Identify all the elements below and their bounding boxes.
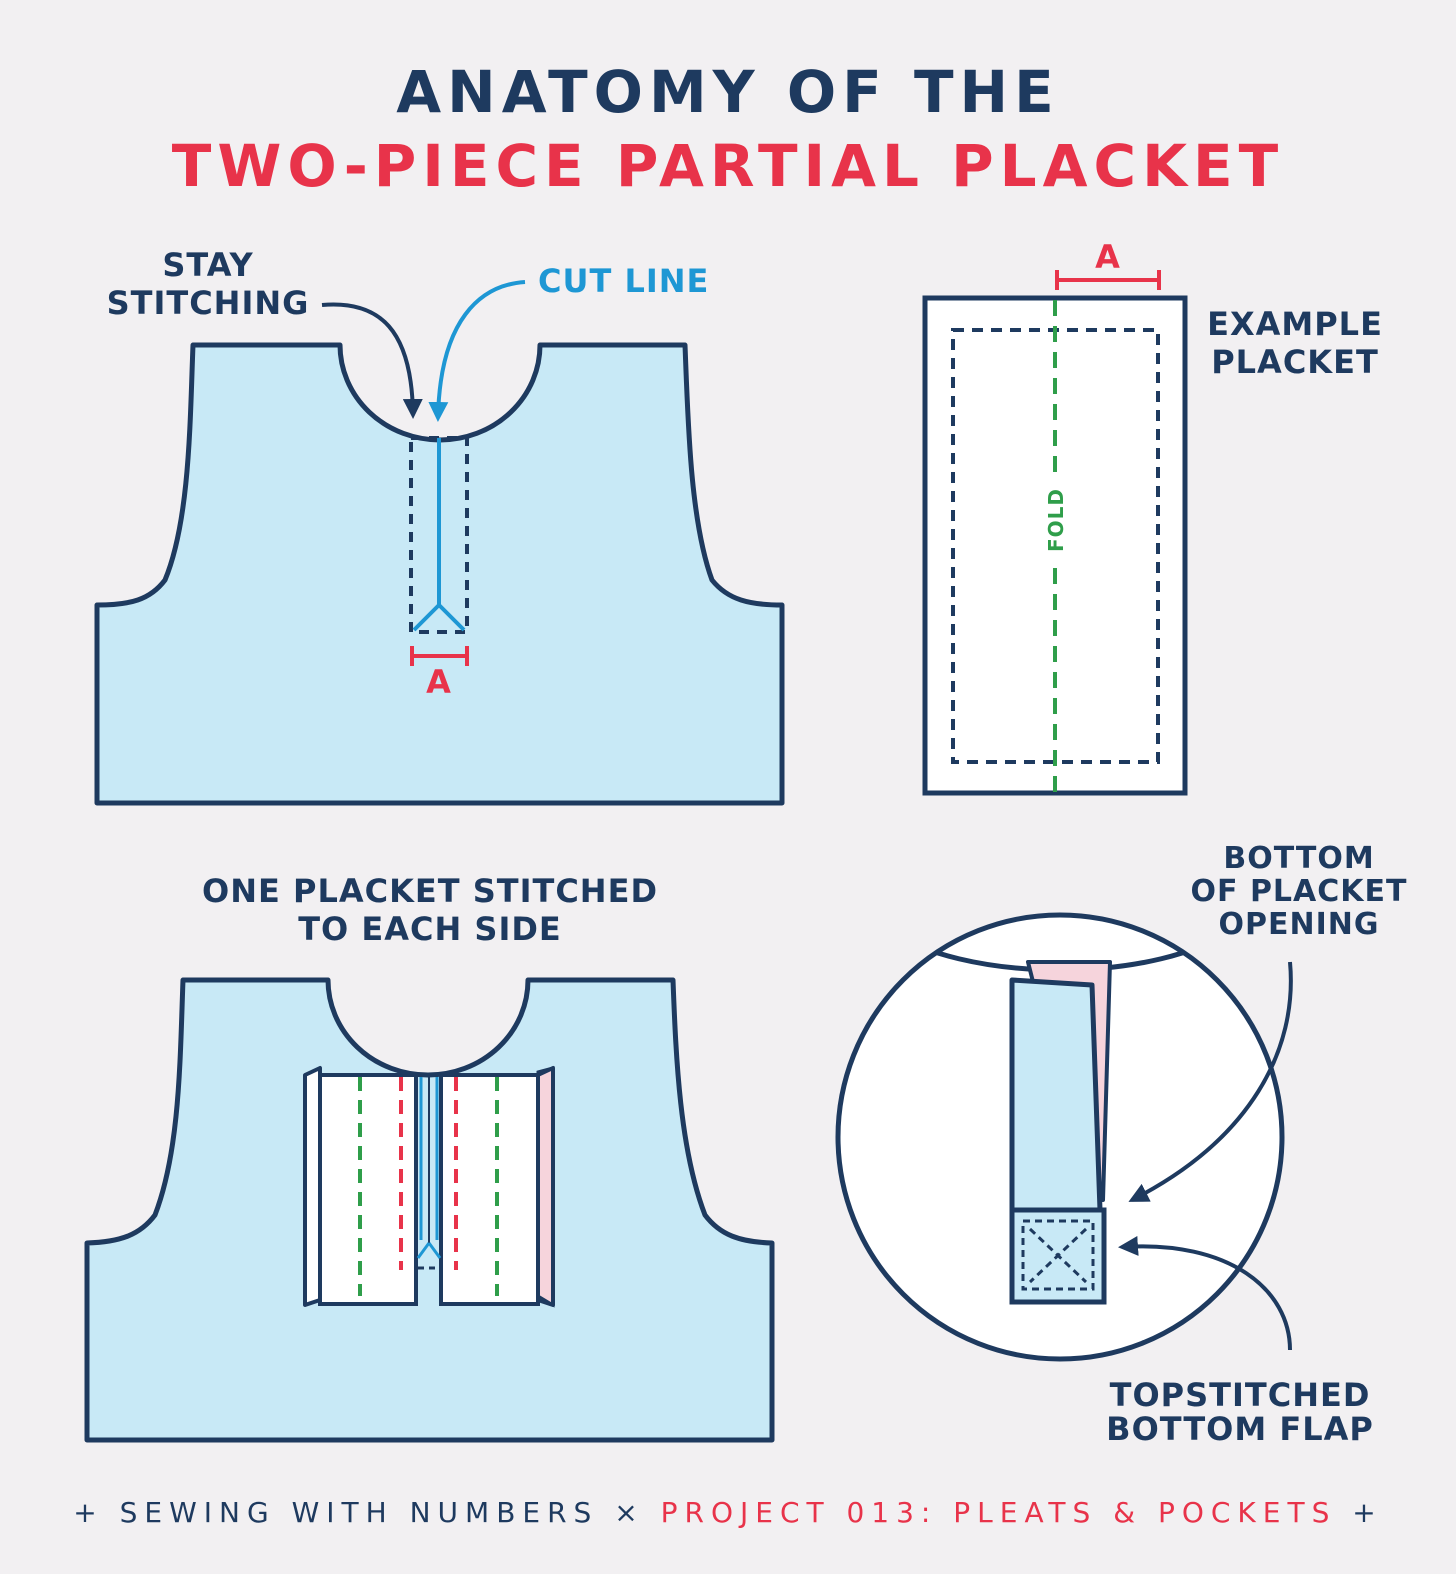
footer-times: ×: [614, 1496, 645, 1529]
footer-brand: SEWING WITH NUMBERS: [119, 1496, 599, 1529]
cut-line-label: CUT LINE: [538, 262, 710, 300]
example-placket: [922, 270, 1188, 796]
footer-plus-right: +: [1352, 1496, 1383, 1529]
one-placket-label: ONE PLACKET STITCHED TO EACH SIDE: [202, 872, 658, 948]
bodice-bottom: [84, 977, 775, 1443]
stay-stitching-label: STAY STITCHING: [106, 246, 310, 322]
dimension-a-placket: [1055, 270, 1161, 290]
detail-circle: [835, 912, 1293, 1362]
stay-stitching-arrow: [321, 302, 423, 419]
title-line-2: TWO-PIECE PARTIAL PLACKET: [171, 132, 1285, 200]
topstitched-label: TOPSTITCHED BOTTOM FLAP: [1106, 1376, 1374, 1448]
cut-line-arrow: [428, 280, 526, 422]
example-placket-label: EXAMPLE PLACKET: [1207, 305, 1383, 381]
bodice-top: [94, 280, 785, 806]
bottom-opening-arrow: [1128, 961, 1293, 1202]
dimension-a-bodice: [410, 646, 469, 666]
title-line-1: ANATOMY OF THE: [396, 58, 1060, 126]
detail-box-stitch: [1021, 1219, 1095, 1291]
fold-label: FOLD: [1044, 487, 1068, 552]
center-cut-line: [416, 1077, 442, 1270]
footer-project: PROJECT 013: PLEATS & POCKETS: [660, 1496, 1337, 1529]
dimension-a-placket-label: A: [1095, 238, 1121, 276]
placket-right: [439, 1066, 555, 1307]
circle-outline: [835, 912, 1285, 1362]
bottom-opening-label: BOTTOM OF PLACKET OPENING: [1190, 841, 1408, 942]
dimension-a-bodice-label: A: [426, 663, 452, 701]
detail-placket: [1009, 977, 1103, 1213]
footer-plus-left: +: [73, 1496, 104, 1529]
cut-line-mark: [412, 438, 466, 632]
footer: + SEWING WITH NUMBERS × PROJECT 013: PLE…: [0, 1496, 1456, 1529]
placket-underlay: [536, 1066, 555, 1308]
topstitched-arrow: [1118, 1235, 1292, 1351]
placket-left: [303, 1066, 418, 1307]
